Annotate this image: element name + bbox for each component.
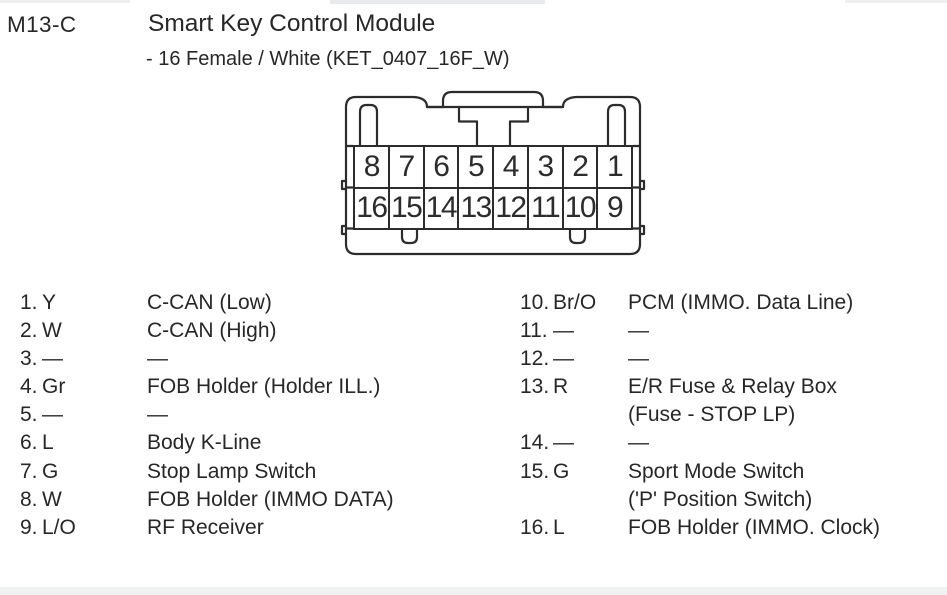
wire-color: Gr [42, 375, 66, 399]
pin-row: 13.R E/R Fuse & Relay Box(Fuse - STOP LP) [520, 373, 880, 429]
pin-description-line2: (Fuse - STOP LP) [628, 403, 796, 427]
pin-row: 3.—— [20, 345, 394, 373]
pin-description: RF Receiver [147, 515, 264, 539]
pin-number: 6. [20, 431, 38, 455]
pin-number: 12. [520, 347, 550, 371]
pin-description: FOB Holder (Holder ILL.) [147, 375, 381, 399]
pin-description: Body K-Line [147, 431, 262, 455]
wire-color: R [553, 375, 569, 399]
wire-color: — [553, 431, 574, 455]
pin-description: FOB Holder (IMMO DATA) [147, 487, 394, 511]
pin-cell: 15 [389, 188, 423, 228]
pin-cell: 8 [355, 147, 388, 187]
pin-number: 9. [20, 515, 38, 539]
pin-number: 10. [520, 291, 550, 314]
pin-cell: 9 [598, 188, 631, 228]
pin-cell: 12 [494, 188, 527, 228]
pin-description-line2: ('P' Position Switch) [628, 487, 813, 511]
pin-row: 15.G Sport Mode Switch('P' Position Switc… [520, 458, 880, 514]
pin-number: 5. [20, 403, 38, 427]
pin-row: 9.L/O RF Receiver [20, 514, 394, 542]
wire-color: L [553, 515, 565, 539]
pin-number: 1. [20, 291, 38, 314]
wire-color: W [42, 319, 62, 343]
pin-number: 3. [20, 347, 38, 371]
wire-color: G [42, 459, 59, 483]
pin-description: C-CAN (High) [147, 319, 277, 343]
pin-row: 4.Gr FOB Holder (Holder ILL.) [20, 373, 394, 401]
wire-color: L/O [42, 515, 76, 539]
pin-description: E/R Fuse & Relay Box(Fuse - STOP LP) [628, 373, 880, 429]
pin-cell: 14 [424, 188, 458, 228]
pin-number: 13. [520, 375, 550, 399]
pin-cell: 10 [563, 188, 597, 228]
pin-description: — [628, 431, 649, 455]
connector-subtitle: - 16 Female / White (KET_0407_16F_W) [146, 48, 510, 70]
pin-cell: 16 [355, 188, 388, 228]
pin-cell: 11 [528, 188, 562, 228]
wire-color: G [553, 459, 570, 483]
pin-number: 8. [20, 487, 38, 511]
pin-number: 2. [20, 319, 38, 343]
connector-id: M13-C [7, 12, 77, 37]
pin-row: 14.—— [520, 429, 880, 457]
pin-description: — [147, 347, 168, 371]
wire-color: Br/O [553, 291, 597, 314]
scan-artifact [0, 587, 947, 595]
pin-cell: 2 [563, 147, 597, 187]
wire-color: — [42, 403, 63, 427]
pin-cell: 3 [528, 147, 562, 187]
pin-row: 6.L Body K-Line [20, 429, 394, 457]
pin-number: 14. [520, 431, 550, 455]
pin-number: 4. [20, 375, 38, 399]
pin-cell: 5 [459, 147, 492, 187]
pin-row: 11.—— [520, 317, 880, 345]
pin-description: FOB Holder (IMMO. Clock) [628, 515, 881, 539]
pin-number: 15. [520, 459, 550, 483]
scan-artifact [330, 0, 545, 4]
wire-color: L [42, 431, 54, 455]
wire-color: — [553, 347, 574, 371]
pin-description: Sport Mode Switch('P' Position Switch) [628, 458, 880, 514]
pin-cell: 13 [459, 188, 492, 228]
pin-description: — [628, 319, 649, 343]
pin-cell: 6 [424, 147, 458, 187]
wire-color: — [553, 319, 574, 343]
pin-row: 10.Br/O PCM (IMMO. Data Line) [520, 289, 880, 317]
page-title: Smart Key Control Module [148, 10, 436, 37]
pin-row: 12.—— [520, 345, 880, 373]
pin-number: 11. [520, 319, 548, 343]
wire-color: — [42, 347, 63, 371]
pin-description: Stop Lamp Switch [147, 459, 317, 483]
scan-artifact [845, 0, 947, 3]
pin-row: 5.—— [20, 401, 394, 429]
pin-cell: 7 [389, 147, 423, 187]
pin-description: PCM (IMMO. Data Line) [628, 291, 854, 314]
pin-cell: 4 [494, 147, 527, 187]
pin-row: 2.W C-CAN (High) [20, 317, 394, 345]
pin-number: 7. [20, 459, 38, 483]
pin-row: 8.W FOB Holder (IMMO DATA) [20, 486, 394, 514]
pin-row: 16.L FOB Holder (IMMO. Clock) [520, 514, 880, 542]
pin-description: — [147, 403, 168, 427]
pin-row: 7.G Stop Lamp Switch [20, 458, 394, 486]
pin-description: C-CAN (Low) [147, 291, 272, 314]
pin-description: — [628, 347, 649, 371]
scan-artifact [0, 0, 130, 3]
pin-cell: 1 [598, 147, 631, 187]
pin-number: 16. [520, 515, 550, 539]
wire-color: W [42, 487, 62, 511]
wire-color: Y [42, 291, 57, 314]
pin-row: 1.Y C-CAN (Low) [20, 289, 394, 317]
